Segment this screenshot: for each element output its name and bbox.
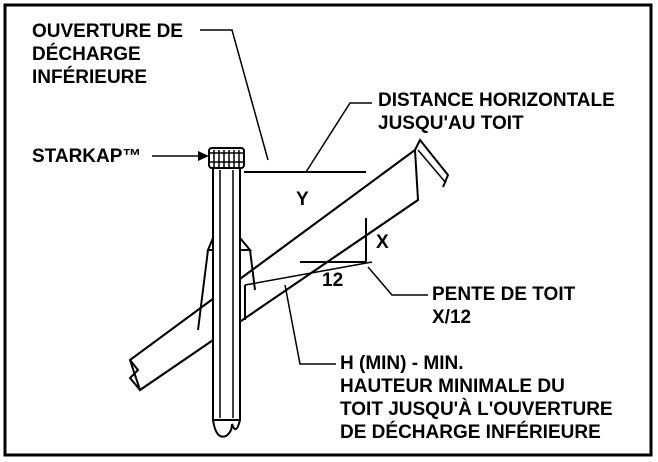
label-x-dimension: X [376, 232, 389, 253]
label-y-dimension: Y [296, 189, 309, 210]
label-h-min-line1: H (MIN) - MIN. [340, 353, 463, 374]
label-h-min-line4: DE DÉCHARGE INFÉRIEURE [340, 421, 601, 443]
leader-lines [152, 29, 428, 365]
roof-break-line [128, 359, 141, 391]
label-roof-pitch-line2: X/12 [432, 307, 471, 328]
diagram-border [3, 3, 653, 457]
label-roof-pitch: PENTE DE TOIT X/12 [432, 284, 576, 328]
slope-triangle [300, 218, 367, 263]
label-horizontal-distance: DISTANCE HORIZONTALE JUSQU'AU TOIT [378, 90, 615, 134]
label-lower-opening-line3: INFÉRIEURE [32, 66, 147, 88]
label-lower-opening-line1: OUVERTURE DE [32, 21, 183, 42]
label-horizontal-distance-line2: JUSQU'AU TOIT [378, 113, 524, 134]
roof-shadow-box [244, 261, 373, 320]
pipe-break [212, 419, 241, 438]
label-roof-pitch-line1: PENTE DE TOIT [432, 284, 576, 305]
starkap-cap [208, 147, 245, 169]
label-h-min: H (MIN) - MIN. HAUTEUR MINIMALE DU TOIT … [340, 353, 613, 443]
roof [128, 138, 450, 392]
label-starkap: STARKAP™ [32, 146, 141, 167]
roof-ridge [414, 138, 450, 188]
label-h-min-line3: TOIT JUSQU'À L'OUVERTURE [340, 398, 613, 420]
label-horizontal-distance-line1: DISTANCE HORIZONTALE [378, 90, 615, 111]
label-lower-opening-line2: DÉCHARGE [32, 43, 141, 65]
vent-pipe [212, 167, 241, 438]
label-lower-opening: OUVERTURE DE DÉCHARGE INFÉRIEURE [32, 21, 183, 88]
label-h-min-line2: HAUTEUR MINIMALE DU [340, 376, 565, 397]
label-run-12: 12 [322, 270, 343, 291]
